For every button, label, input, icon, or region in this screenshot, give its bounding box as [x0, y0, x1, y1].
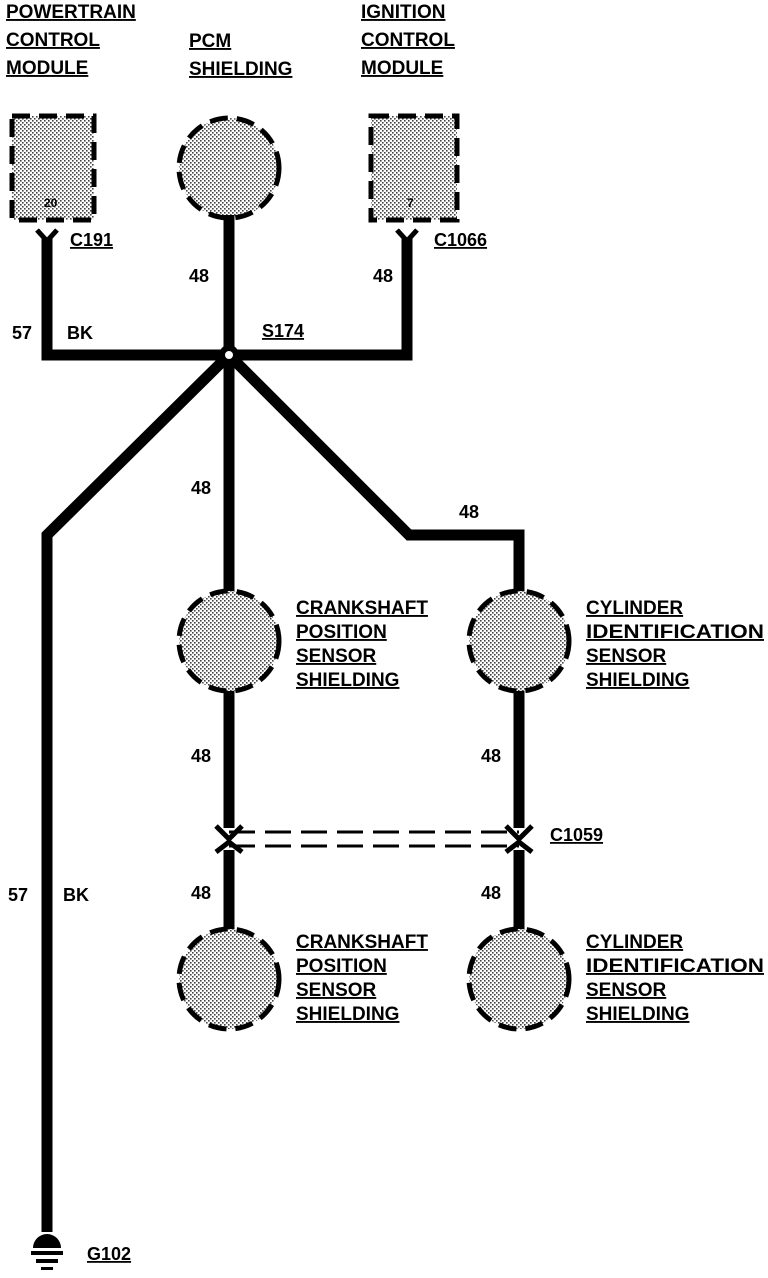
- ckp-lower-label-line3: SENSOR: [296, 980, 377, 1001]
- splice-s174-center: [225, 351, 233, 359]
- circuit-57-upper: 57: [12, 323, 32, 343]
- pcm-pin: 20: [44, 196, 58, 210]
- ckp-lower-label-line1: CRANKSHAFT: [296, 932, 428, 953]
- color-bk-upper: BK: [67, 323, 93, 343]
- wire-splice-to-ground: [41, 351, 233, 1232]
- ckp-upper-label-line1: CRANKSHAFT: [296, 598, 428, 619]
- icm-label-line2: CONTROL: [361, 30, 455, 51]
- icm-label-line1: IGNITION: [361, 2, 445, 23]
- c191-connector-symbol: [35, 228, 59, 245]
- cid-upper-component: [466, 588, 572, 694]
- ckp-lower-label-line2: POSITION: [296, 956, 387, 977]
- ckp-lower-label: CRANKSHAFT POSITION SENSOR SHIELDING: [296, 932, 428, 1025]
- pcm-label-line1: POWERTRAIN: [6, 2, 136, 23]
- circuit-48-cid-mid: 48: [481, 746, 501, 766]
- ckp-upper-label-line4: SHIELDING: [296, 670, 399, 691]
- cid-upper-label-line4: SHIELDING: [586, 670, 689, 691]
- pcm-label-line2: CONTROL: [6, 30, 100, 51]
- cid-lower-label-line1: CYLINDER: [586, 932, 683, 953]
- pcm-shielding-label-line2: SHIELDING: [189, 59, 292, 80]
- ckp-upper-component: [176, 588, 282, 694]
- s174-label: S174: [262, 321, 304, 341]
- icm-label-line3: MODULE: [361, 58, 443, 79]
- cid-lower-label: CYLINDER IDENTIFICATION SENSOR SHIELDING: [586, 932, 764, 1025]
- circuit-48-cid-lower: 48: [481, 883, 501, 903]
- ckp-upper-label-line3: SENSOR: [296, 646, 377, 667]
- wire-splice-to-cid: [225, 351, 525, 592]
- cid-lower-label-line4: SHIELDING: [586, 1004, 689, 1025]
- icm-pin: 7: [407, 196, 414, 210]
- pcm-label-line3: MODULE: [6, 58, 88, 79]
- icm-label: IGNITION CONTROL MODULE: [361, 2, 455, 79]
- ckp-upper-label: CRANKSHAFT POSITION SENSOR SHIELDING: [296, 598, 428, 691]
- cid-lower-component: [466, 926, 572, 1032]
- pcm-component: [9, 113, 97, 223]
- c1066-connector-symbol: [395, 228, 419, 245]
- circuit-48-pcm-shield: 48: [189, 266, 209, 286]
- icm-component: [368, 113, 460, 223]
- pcm-shielding-label: PCM SHIELDING: [189, 31, 292, 80]
- circuit-48-ckp-mid: 48: [191, 746, 211, 766]
- cid-lower-label-line2: IDENTIFICATION: [586, 956, 764, 977]
- c1066-label: C1066: [434, 230, 487, 250]
- ckp-upper-label-line2: POSITION: [296, 622, 387, 643]
- ckp-lower-label-line4: SHIELDING: [296, 1004, 399, 1025]
- pcm-shielding-component: [176, 115, 282, 221]
- color-bk-lower: BK: [63, 885, 89, 905]
- g102-label: G102: [87, 1244, 131, 1264]
- c1059-label: C1059: [550, 825, 603, 845]
- ground-g102-icon: [31, 1234, 63, 1270]
- c191-label: C191: [70, 230, 113, 250]
- ckp-lower-component: [176, 926, 282, 1032]
- c1059-connector: [214, 824, 534, 854]
- pcm-shielding-label-line1: PCM: [189, 31, 231, 52]
- wire-icm-to-splice: [229, 238, 413, 361]
- cid-upper-label: CYLINDER IDENTIFICATION SENSOR SHIELDING: [586, 598, 764, 691]
- cid-upper-label-line1: CYLINDER: [586, 598, 683, 619]
- circuit-57-lower: 57: [8, 885, 28, 905]
- circuit-48-ckp-upper: 48: [191, 478, 211, 498]
- circuit-48-cid-upper: 48: [459, 502, 479, 522]
- cid-upper-label-line2: IDENTIFICATION: [586, 622, 764, 643]
- wire-pcm-to-splice: [41, 238, 229, 361]
- cid-lower-label-line3: SENSOR: [586, 980, 667, 1001]
- circuit-48-ckp-lower: 48: [191, 883, 211, 903]
- cid-upper-label-line3: SENSOR: [586, 646, 667, 667]
- pcm-label: POWERTRAIN CONTROL MODULE: [6, 2, 136, 79]
- circuit-48-icm: 48: [373, 266, 393, 286]
